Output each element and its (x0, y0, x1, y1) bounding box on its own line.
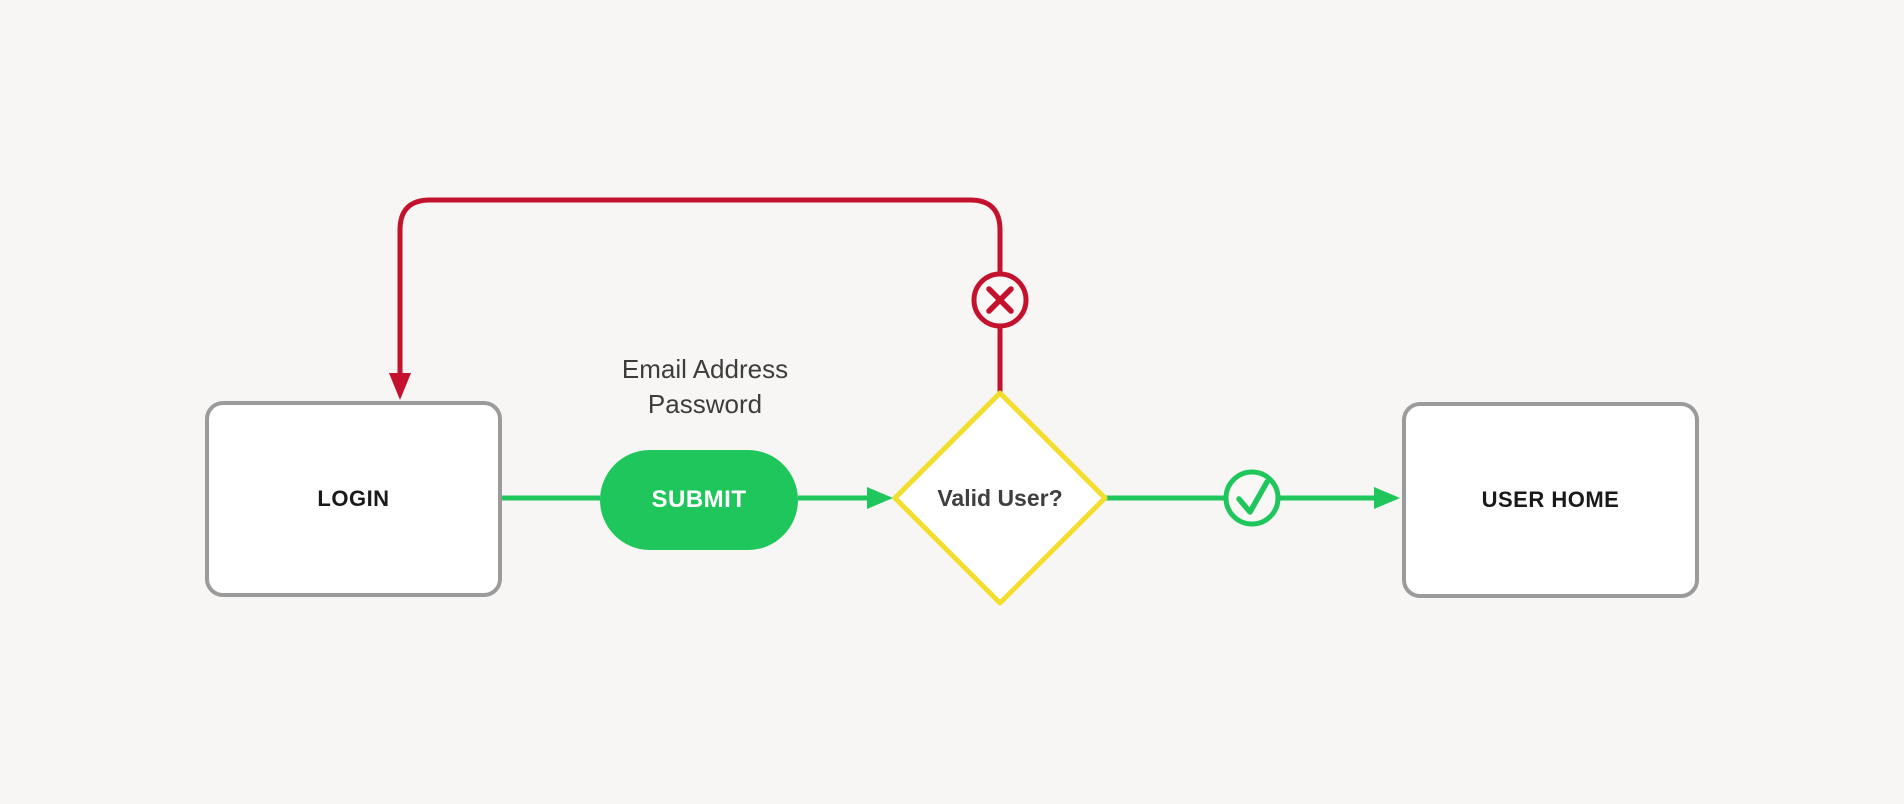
credentials-line-password: Password (647, 389, 763, 419)
fail-loop-arrowhead-icon (389, 373, 411, 400)
user-home-node[interactable]: USER HOME (1402, 402, 1699, 598)
fail-loop-connector (397, 197, 1003, 393)
credentials-annotation: Email Address Password (555, 352, 855, 422)
user-home-node-label: USER HOME (1481, 487, 1620, 512)
login-node[interactable]: LOGIN (205, 401, 502, 597)
submit-button-label: SUBMIT (651, 486, 747, 513)
decision-node-shape[interactable] (892, 390, 1108, 606)
submit-to-decision-arrowhead-icon (867, 487, 893, 509)
credentials-line-email: Email Address (621, 354, 789, 384)
submit-button[interactable]: SUBMIT (600, 450, 798, 550)
check-circle-icon (1223, 469, 1281, 527)
x-circle-icon (971, 271, 1029, 329)
login-node-label: LOGIN (317, 486, 390, 511)
check-to-userhome-arrowhead-icon (1374, 487, 1400, 509)
